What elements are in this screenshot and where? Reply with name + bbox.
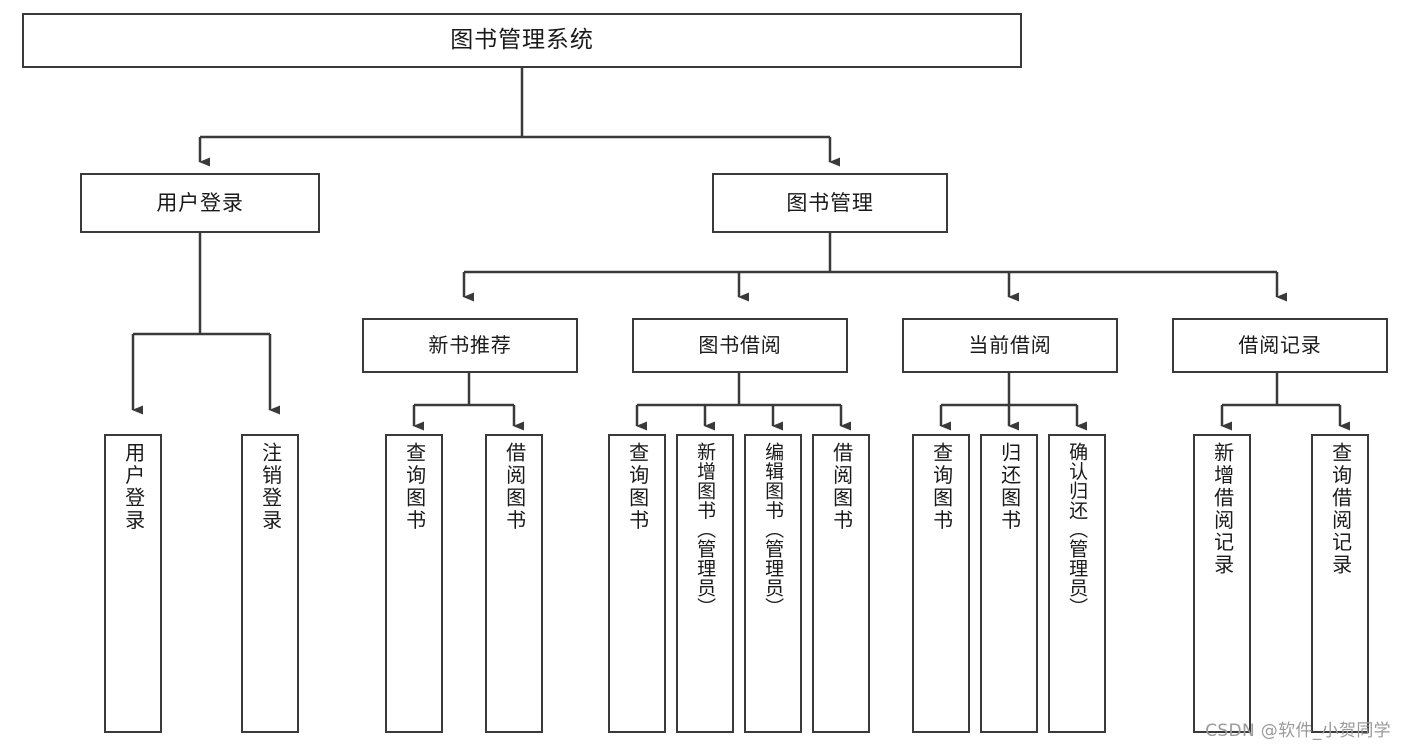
node-book-borrow[interactable]: 图书借阅 (632, 318, 848, 373)
node-leaf-new-books-borrow-label: 借阅图书 (502, 442, 527, 532)
node-leaf-new-books-query[interactable]: 查询图书 (385, 434, 443, 733)
node-leaf-current-query-label: 查询图书 (929, 442, 954, 532)
node-leaf-logout-label: 注销登录 (258, 442, 283, 532)
node-leaf-new-books-query-label: 查询图书 (402, 442, 427, 532)
node-leaf-new-books-borrow[interactable]: 借阅图书 (485, 434, 543, 733)
node-leaf-user-login[interactable]: 用户登录 (104, 434, 162, 733)
node-current-borrow[interactable]: 当前借阅 (902, 318, 1118, 373)
node-leaf-add-book-admin[interactable]: 新增图书（管理员） (676, 434, 734, 733)
node-new-book-recommend-label: 新书推荐 (428, 332, 512, 357)
node-borrow-records[interactable]: 借阅记录 (1172, 318, 1388, 373)
node-leaf-borrow-query[interactable]: 查询图书 (608, 434, 666, 733)
node-leaf-edit-book-admin[interactable]: 编辑图书（管理员） (744, 434, 802, 733)
node-leaf-borrow-book-label: 借阅图书 (829, 442, 854, 532)
watermark-text: CSDN @软件_小贺同学 (1205, 721, 1391, 741)
node-leaf-return-book-label: 归还图书 (997, 442, 1022, 532)
node-leaf-query-borrow-record-label: 查询借阅记录 (1328, 442, 1353, 577)
node-borrow-records-label: 借阅记录 (1238, 332, 1322, 357)
node-user-login-label: 用户登录 (156, 190, 244, 215)
node-leaf-query-borrow-record[interactable]: 查询借阅记录 (1311, 434, 1369, 733)
node-leaf-add-borrow-record[interactable]: 新增借阅记录 (1193, 434, 1251, 733)
node-root-system-label: 图书管理系统 (450, 26, 594, 53)
node-leaf-current-query[interactable]: 查询图书 (912, 434, 970, 733)
node-book-borrow-label: 图书借阅 (698, 332, 782, 357)
node-leaf-logout[interactable]: 注销登录 (241, 434, 299, 733)
node-leaf-user-login-label: 用户登录 (121, 442, 146, 532)
node-leaf-return-book[interactable]: 归还图书 (980, 434, 1038, 733)
node-book-management[interactable]: 图书管理 (712, 173, 948, 233)
node-leaf-borrow-query-label: 查询图书 (625, 442, 650, 532)
node-current-borrow-label: 当前借阅 (968, 332, 1052, 357)
node-leaf-add-borrow-record-label: 新增借阅记录 (1210, 442, 1235, 577)
node-leaf-edit-book-admin-label: 编辑图书（管理员） (762, 442, 785, 617)
node-leaf-add-book-admin-label: 新增图书（管理员） (694, 442, 717, 617)
node-new-book-recommend[interactable]: 新书推荐 (362, 318, 578, 373)
node-leaf-borrow-book[interactable]: 借阅图书 (812, 434, 870, 733)
node-root-system[interactable]: 图书管理系统 (22, 13, 1022, 68)
node-leaf-confirm-return-admin[interactable]: 确认归还（管理员） (1048, 434, 1106, 733)
node-user-login[interactable]: 用户登录 (80, 173, 320, 233)
node-book-management-label: 图书管理 (786, 190, 874, 215)
node-leaf-confirm-return-admin-label: 确认归还（管理员） (1066, 442, 1089, 617)
